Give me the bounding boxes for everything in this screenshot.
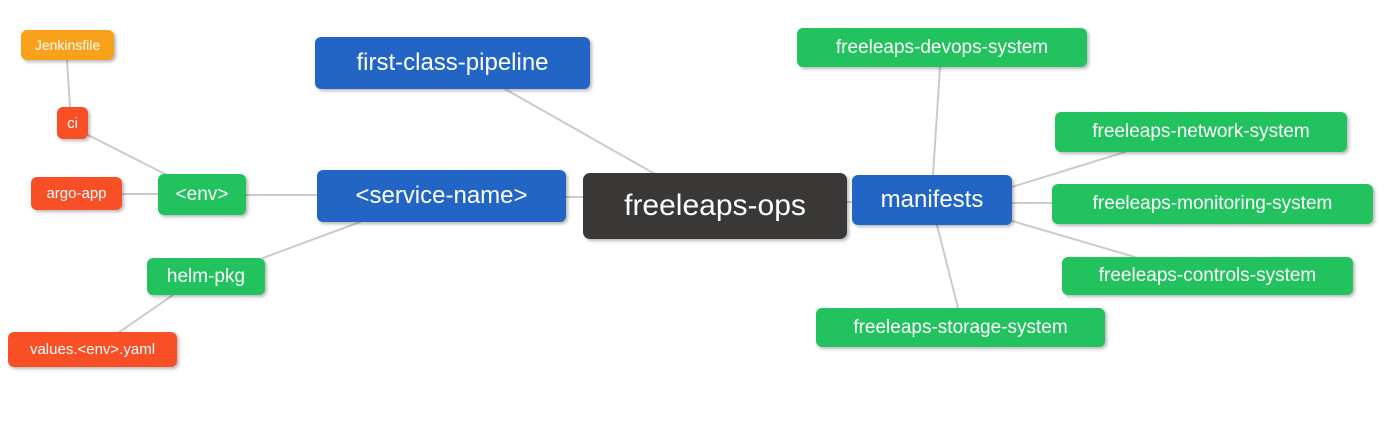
- node-manifests[interactable]: manifests: [852, 175, 1012, 225]
- edge-manifests--freeleaps-network-system: [1011, 151, 1126, 188]
- edge-first-class-pipeline--freeleaps-ops: [504, 88, 656, 175]
- node-values-env-yaml[interactable]: values.<env>.yaml: [8, 332, 177, 367]
- node-freeleaps-network-system[interactable]: freeleaps-network-system: [1055, 112, 1347, 152]
- node-freeleaps-controls-system[interactable]: freeleaps-controls-system: [1062, 257, 1353, 295]
- node-freeleaps-monitoring-system[interactable]: freeleaps-monitoring-system: [1052, 184, 1373, 224]
- edge-ci--env: [85, 133, 168, 176]
- node-freeleaps-ops[interactable]: freeleaps-ops: [583, 173, 847, 239]
- node-service-name[interactable]: <service-name>: [317, 170, 566, 222]
- node-first-class-pipeline[interactable]: first-class-pipeline: [315, 37, 590, 89]
- node-freeleaps-storage-system[interactable]: freeleaps-storage-system: [816, 308, 1105, 347]
- node-freeleaps-devops-system[interactable]: freeleaps-devops-system: [797, 28, 1087, 67]
- edge-manifests--freeleaps-controls-system: [1011, 220, 1136, 258]
- edge-jenkinsfile--ci: [66, 59, 71, 108]
- node-ci[interactable]: ci: [57, 107, 88, 139]
- edge-values-env-yaml--helm-pkg: [117, 294, 174, 334]
- edge-manifests--freeleaps-devops-system: [932, 66, 941, 176]
- node-argo-app[interactable]: argo-app: [31, 177, 122, 210]
- node-jenkinsfile[interactable]: Jenkinsfile: [21, 30, 114, 60]
- node-helm-pkg[interactable]: helm-pkg: [147, 258, 265, 295]
- edge-manifests--freeleaps-storage-system: [936, 224, 959, 309]
- edge-helm-pkg--service-name: [262, 221, 361, 259]
- node-env[interactable]: <env>: [158, 174, 246, 215]
